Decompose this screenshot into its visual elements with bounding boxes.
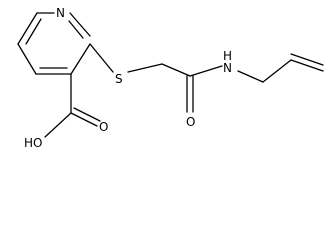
- carboxyl-oxygen-label: O: [99, 120, 108, 134]
- bond-camide-nh: [189, 65, 223, 77]
- bond-ch2-ch: [262, 59, 292, 83]
- bond-n1-c2: [69, 12, 91, 37]
- bond-c6-c5-inner: [25, 18, 42, 45]
- amide-oxygen-label: O: [186, 115, 195, 129]
- bond-ch-ch2-2: [290, 53, 324, 66]
- bond-ccooh-o-1: [70, 112, 98, 127]
- amide-h-label: H: [223, 49, 232, 63]
- bond-ccooh-oh: [44, 112, 72, 138]
- bond-s-ch2: [127, 63, 163, 73]
- bond-nh-ch2: [237, 70, 264, 83]
- bond-ch2-camide: [161, 63, 191, 77]
- ring-nitrogen-label: N: [56, 6, 65, 20]
- sulfur-label: S: [115, 72, 123, 86]
- bond-ch-ch2-1: [290, 59, 324, 72]
- bond-c2-s: [89, 43, 114, 73]
- bond-c3-c2: [70, 43, 91, 75]
- bond-c6-c5: [17, 12, 38, 45]
- amide-nitrogen-label: N: [223, 61, 232, 75]
- bond-ccooh-o-2: [73, 107, 101, 122]
- hydroxyl-label: HO: [24, 136, 42, 150]
- bond-c2-n1-inner: [68, 20, 84, 39]
- structure-svg: N S O H N HO O: [17, 6, 324, 150]
- bonds: [17, 12, 324, 138]
- bond-c5-c4: [17, 43, 37, 75]
- molecule-diagram: N S O H N HO O: [17, 6, 324, 150]
